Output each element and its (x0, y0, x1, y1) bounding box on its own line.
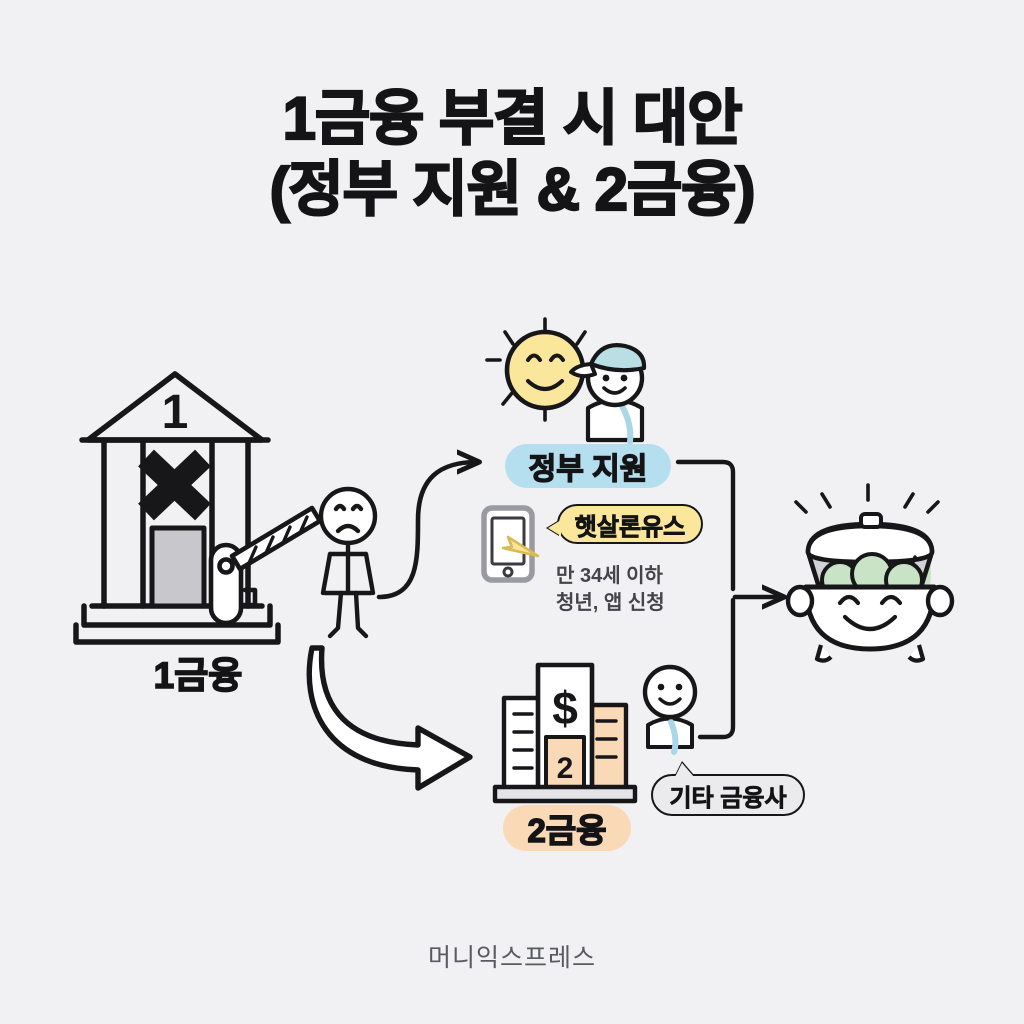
gov-support-caption: 만 34세 이하 청년, 앱 신청 (556, 563, 665, 617)
rejection-x-icon (138, 449, 211, 521)
caption-line-2: 청년, 앱 신청 (556, 592, 665, 614)
smiling-banker-icon (642, 664, 698, 755)
other-financial-bubble: 기타 금융사 (651, 774, 805, 816)
caption-line-1: 만 34세 이하 (556, 565, 663, 587)
cursor-arrow-icon (501, 535, 540, 558)
building-tier-number: 2 (557, 752, 574, 785)
office-building-icon: $ 2 (492, 662, 638, 804)
sad-person-icon (318, 486, 378, 639)
bank1-label: 1금융 (153, 654, 243, 697)
person-with-cap-icon (569, 343, 647, 445)
title-line-2: (정부 지원 & 2금융) (268, 155, 756, 224)
flow-connector-to-result (675, 459, 736, 740)
sparkle-icon (794, 483, 940, 514)
gate-barrier-icon (208, 505, 323, 626)
brand-footer: 머니익스프레스 (427, 944, 596, 972)
fin2-pill: 2금융 (503, 805, 631, 851)
bank-door (149, 525, 207, 609)
sunshine-loan-bubble: 햇살론유스 (557, 504, 703, 544)
page-title: 1금융 부결 시 대안 (정부 지원 & 2금융) (0, 84, 1024, 226)
bank-tier-number: 1 (162, 386, 189, 439)
flow-arrow-to-fin2 (306, 645, 473, 791)
title-line-1: 1금융 부결 시 대안 (282, 84, 744, 153)
smartphone-icon (481, 505, 535, 583)
gov-support-pill: 정부 지원 (505, 444, 671, 488)
flow-arrow-to-gov-support (376, 462, 477, 600)
money-pot-icon (785, 483, 955, 663)
dollar-sign-icon: $ (552, 682, 578, 734)
sun-icon (485, 317, 587, 422)
